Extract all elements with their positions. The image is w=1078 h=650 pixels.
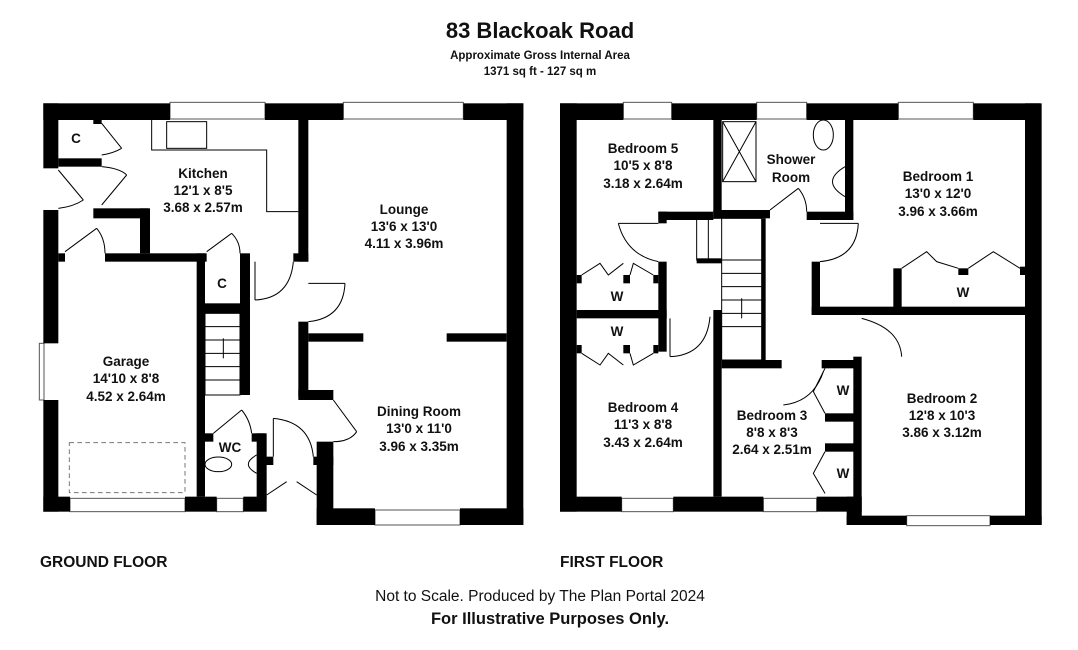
bedroom4-metric: 3.43 x 2.64m [603, 435, 683, 450]
bedroom2-label: Bedroom 2 [907, 391, 978, 406]
ground-floor-label: GROUND FLOOR [40, 554, 167, 571]
stairs-icon [696, 217, 763, 361]
kitchen-sink-icon [166, 121, 208, 149]
window [169, 101, 266, 120]
kitchen-imperial: 12'1 x 8'5 [174, 183, 233, 198]
wardrobe-label: W [837, 383, 850, 398]
door-swings [57, 123, 358, 496]
wardrobe-label: W [957, 285, 970, 300]
garage-imperial: 14'10 x 8'8 [93, 371, 160, 386]
stairs-icon [204, 312, 241, 396]
shower-room-label-2: Room [772, 170, 810, 185]
garage-label: Garage [103, 354, 150, 369]
window [38, 342, 45, 401]
first-floor-plan [559, 101, 1042, 527]
walls [559, 103, 1042, 525]
lounge-metric: 4.11 x 3.96m [365, 236, 444, 251]
garage-metric: 4.52 x 2.64m [86, 389, 166, 404]
window [621, 497, 674, 513]
window [906, 515, 991, 527]
toilet-icon [812, 119, 834, 151]
disclaimer-text: Not to Scale. Produced by The Plan Porta… [375, 588, 705, 605]
window [342, 101, 464, 120]
area-value: 1371 sq ft - 127 sq m [484, 66, 597, 78]
toilet-icon [204, 456, 233, 473]
wardrobe-label: W [837, 466, 850, 481]
bedroom1-label: Bedroom 1 [903, 169, 974, 184]
window [374, 509, 461, 526]
window [762, 497, 818, 513]
bedroom3-label: Bedroom 3 [737, 408, 808, 423]
dining-room-imperial: 13'0 x 11'0 [386, 421, 452, 436]
walls [43, 103, 524, 525]
window [756, 101, 808, 120]
kitchen-counter [151, 119, 299, 213]
bedroom3-imperial: 8'8 x 8'3 [746, 425, 798, 440]
kitchen-metric: 3.68 x 2.57m [163, 200, 243, 215]
bedroom1-imperial: 13'0 x 12'0 [905, 186, 971, 201]
bedroom4-label: Bedroom 4 [608, 400, 679, 415]
bedroom5-metric: 3.18 x 2.64m [603, 176, 683, 191]
door-swings [581, 187, 1021, 494]
lounge-imperial: 13'6 x 13'0 [371, 219, 437, 234]
basin-icon [247, 454, 257, 474]
wardrobe-label: W [611, 324, 624, 339]
dining-room-label: Dining Room [377, 404, 461, 419]
window [622, 101, 673, 120]
cupboard-label: C [217, 276, 227, 291]
cupboard-label: C [71, 131, 81, 146]
shower-tray-icon [722, 121, 757, 183]
bedroom2-metric: 3.86 x 3.12m [902, 425, 982, 440]
wc-label: WC [219, 440, 242, 455]
illustrative-text: For Illustrative Purposes Only. [431, 610, 669, 628]
window [69, 497, 186, 513]
window [897, 101, 974, 120]
bedroom5-label: Bedroom 5 [608, 141, 679, 156]
wardrobe-label: W [611, 289, 624, 304]
property-title: 83 Blackoak Road [446, 18, 634, 43]
first-floor-label: FIRST FLOOR [560, 554, 663, 571]
bedroom4-imperial: 11'3 x 8'8 [614, 417, 673, 432]
shower-room-label: Shower [767, 152, 817, 167]
kitchen-label: Kitchen [178, 166, 228, 181]
dining-room-metric: 3.96 x 3.35m [379, 439, 459, 454]
window [216, 497, 244, 513]
bedroom1-metric: 3.96 x 3.66m [898, 204, 978, 219]
garage-door-outline [68, 442, 186, 494]
ground-floor-plan [38, 101, 524, 526]
bedroom2-imperial: 12'8 x 10'3 [909, 408, 976, 423]
area-subtitle: Approximate Gross Internal Area [450, 50, 630, 62]
bedroom5-imperial: 10'5 x 8'8 [614, 158, 673, 173]
bedroom3-metric: 2.64 x 2.51m [732, 442, 812, 457]
lounge-label: Lounge [380, 202, 429, 217]
basin-icon [832, 166, 846, 198]
